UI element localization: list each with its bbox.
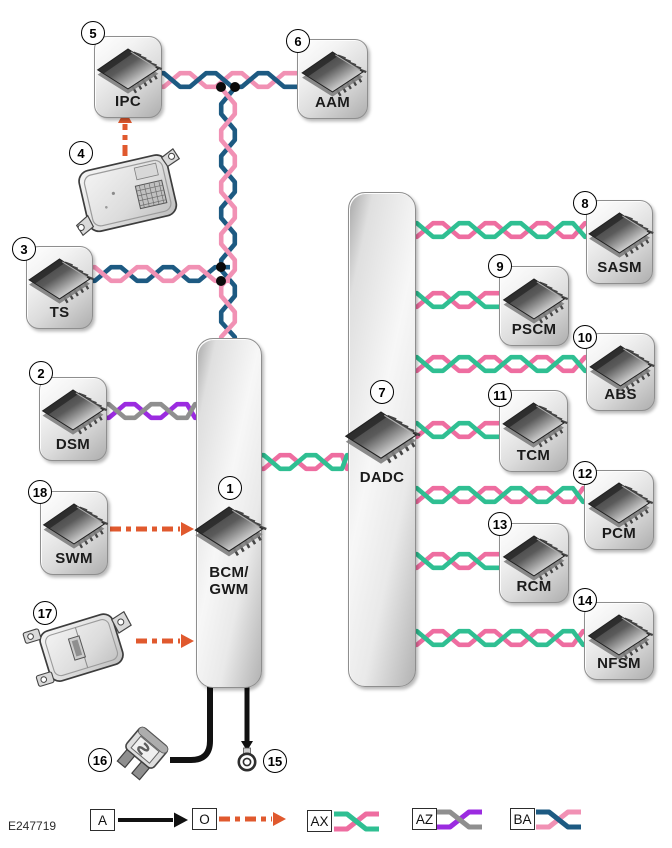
callout-number: 17	[37, 605, 53, 621]
junction-dot	[230, 82, 240, 92]
callout-number: 8	[581, 195, 589, 211]
ground-eyelet-drawing	[237, 747, 257, 772]
module-label-aam: AAM	[314, 94, 351, 111]
legend-solid-arrow	[118, 812, 188, 828]
callout-ts: 3	[12, 237, 36, 261]
callout-sasm: 8	[573, 191, 597, 215]
legend-ax-pair-icon	[334, 811, 379, 832]
callout-number: 10	[577, 329, 593, 345]
legend-az-pair-icon	[437, 809, 482, 830]
legend-ba-pair-icon	[536, 809, 581, 830]
module-label-swm: SWM	[55, 550, 93, 567]
module-swm: SWM	[40, 491, 108, 575]
module-bcm-gwm: BCM/GWM	[196, 338, 262, 688]
module-label-nfsm: NFSM	[597, 655, 641, 672]
module-pscm: PSCM	[499, 266, 569, 346]
module-abs: ABS	[586, 333, 655, 411]
junction-dot	[216, 82, 226, 92]
figure-id: E247719	[8, 819, 57, 833]
callout-number: 4	[77, 145, 85, 161]
wire-ba-0	[160, 70, 300, 90]
callout-dadc: 7	[370, 380, 394, 404]
callout-number: 18	[32, 484, 48, 500]
wire-ax-4	[260, 452, 351, 472]
hardwired-arrow-13	[110, 522, 194, 536]
module-label-ipc: IPC	[115, 93, 141, 110]
callout-bcm-gwm: 1	[218, 476, 242, 500]
callout-module-4: 4	[69, 141, 93, 165]
module-rcm: RCM	[499, 523, 569, 603]
legend-code-a: A	[90, 809, 115, 831]
callout-rcm: 13	[488, 512, 512, 536]
module-nfsm: NFSM	[584, 602, 654, 680]
wire-ax-10	[413, 551, 502, 571]
wire-ax-9	[413, 485, 587, 505]
ground-arrowhead	[241, 741, 253, 751]
callout-number: 12	[577, 465, 593, 481]
callout-number: 6	[294, 33, 302, 49]
callout-number: 1	[226, 480, 234, 496]
callout-number: 14	[577, 592, 593, 608]
legend-code-ax: AX	[307, 810, 332, 832]
fuse-drawing	[116, 726, 169, 781]
callout-ipc: 5	[81, 21, 105, 45]
junction-dot	[216, 262, 226, 272]
callout-number: 2	[37, 365, 45, 381]
callout-swm: 18	[28, 480, 52, 504]
callout-abs: 10	[573, 325, 597, 349]
callout-number: 16	[92, 752, 108, 768]
wire-ax-7	[413, 354, 589, 374]
callout-nfsm: 14	[573, 588, 597, 612]
module-label-pcm: PCM	[601, 525, 637, 542]
power-line-to-fuse	[170, 686, 213, 763]
callout-ground-eyelet: 15	[263, 749, 287, 773]
wire-ax-5	[413, 220, 589, 240]
wire-ba-1	[218, 84, 238, 341]
callout-tcm: 11	[488, 383, 512, 407]
legend-code-ba: BA	[510, 808, 535, 830]
module-label-abs: ABS	[604, 386, 637, 403]
module-label-dadc: DADC	[359, 469, 405, 486]
callout-fuse: 16	[88, 748, 112, 772]
callout-number: 7	[378, 384, 386, 400]
wire-ax-8	[413, 420, 502, 440]
callout-number: 3	[20, 241, 28, 257]
module-label-tcm: TCM	[516, 447, 551, 464]
module-label-dsm: DSM	[55, 436, 91, 453]
callout-number: 13	[492, 516, 508, 532]
legend-code-az: AZ	[412, 808, 437, 830]
module-dadc: DADC	[348, 192, 416, 687]
legend-code-o: O	[192, 808, 217, 830]
hardwired-arrow-14	[136, 634, 194, 648]
wire-ax-6	[413, 290, 502, 310]
module-ipc: IPC	[94, 36, 162, 118]
callout-aam: 6	[286, 29, 310, 53]
callout-number: 9	[496, 258, 504, 274]
module-label-ts: TS	[49, 304, 70, 321]
module-label-rcm: RCM	[516, 578, 552, 595]
callout-pscm: 9	[488, 254, 512, 278]
module-label-pscm: PSCM	[511, 321, 557, 338]
callout-number: 5	[89, 25, 97, 41]
module-ts: TS	[26, 246, 93, 329]
callout-number: 15	[267, 753, 283, 769]
module-label-bcm-gwm: BCM/GWM	[209, 564, 249, 598]
callout-pcm: 12	[573, 461, 597, 485]
callout-dsm: 2	[29, 361, 53, 385]
wire-ba-2	[91, 264, 230, 284]
callout-number: 11	[493, 387, 507, 403]
module-aam: AAM	[297, 39, 368, 119]
module-label-sasm: SASM	[597, 259, 642, 276]
legend-dashed-arrow	[219, 812, 286, 826]
callout-module-17: 17	[33, 601, 57, 625]
wire-ax-11	[413, 628, 587, 648]
module-pcm: PCM	[584, 470, 654, 550]
junction-dot	[216, 276, 226, 286]
module-dsm: DSM	[39, 377, 107, 461]
wire-az-3	[105, 401, 199, 421]
module-sasm: SASM	[586, 200, 653, 284]
